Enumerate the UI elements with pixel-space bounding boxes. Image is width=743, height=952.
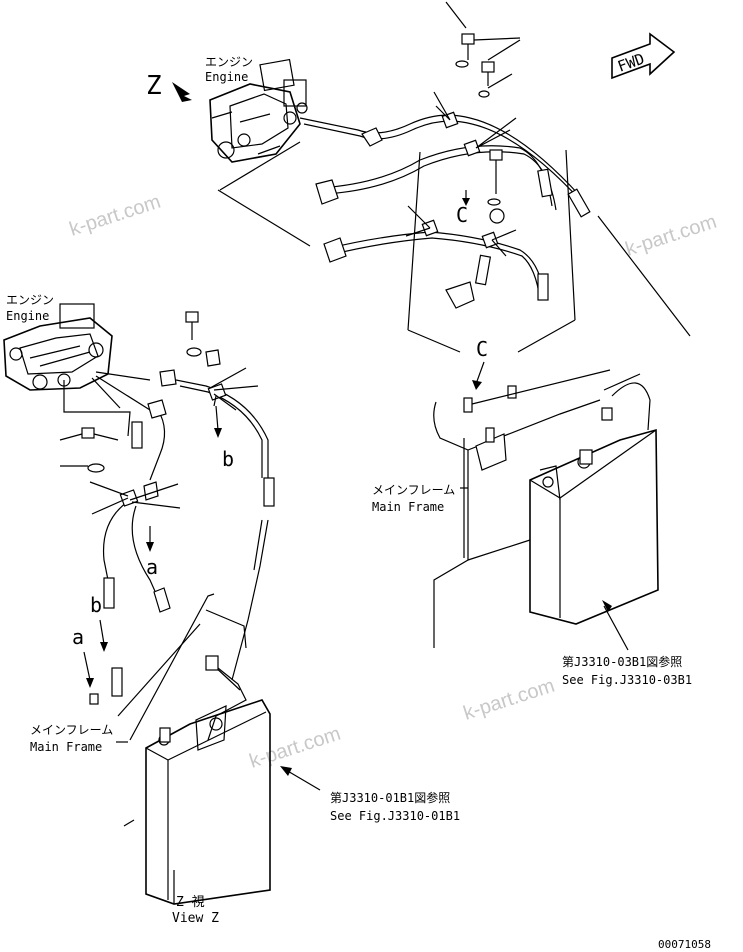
straight-fitting-2 bbox=[567, 188, 591, 218]
watermark-2: k-part.com bbox=[623, 211, 720, 261]
leader-right bbox=[471, 369, 611, 405]
hose-left-1 bbox=[95, 371, 151, 381]
elbow-fitting-1 bbox=[361, 127, 383, 147]
callout-a-upper: a bbox=[146, 555, 158, 579]
fitting-left-7 bbox=[153, 587, 171, 613]
ref-right-jp: 第J3310-03B1図参照 bbox=[562, 654, 682, 669]
leader-lines-left bbox=[59, 367, 259, 515]
engine-label-jp-top: エンジン bbox=[205, 55, 253, 69]
ref-left-leader bbox=[285, 769, 321, 791]
drawing-number: 00071058 bbox=[658, 938, 711, 951]
bolt-top-2 bbox=[478, 61, 495, 98]
fitting-left-4 bbox=[263, 477, 275, 507]
engine-label-jp-left: エンジン bbox=[6, 293, 54, 307]
hose-top-6 bbox=[333, 237, 541, 301]
fitting-right-1 bbox=[463, 397, 473, 413]
callout-b-lower-arrow bbox=[99, 619, 105, 645]
main-frame-right-en: Main Frame bbox=[372, 500, 444, 514]
engine-valve-block-top bbox=[209, 58, 308, 163]
hose-left-5 bbox=[102, 499, 131, 581]
engine-valve-block-left bbox=[3, 303, 113, 391]
view-letter-z: Z bbox=[146, 71, 162, 101]
straight-fitting-1 bbox=[537, 168, 553, 198]
view-title-jp: Z 視 bbox=[176, 895, 205, 910]
engine-label-en-top: Engine bbox=[205, 70, 248, 84]
elbow-fitting-2 bbox=[315, 179, 339, 205]
hose-top-1 bbox=[299, 114, 581, 197]
fitting-left-9 bbox=[89, 693, 99, 705]
bolt-top-3 bbox=[487, 149, 505, 224]
view-title-en: View Z bbox=[172, 911, 219, 926]
view-arrow-icon bbox=[172, 82, 192, 102]
bolt-left-2 bbox=[81, 427, 119, 473]
frame-outline-top bbox=[217, 141, 691, 353]
straight-fitting-3 bbox=[537, 273, 549, 301]
fwd-label: FWD bbox=[615, 50, 647, 76]
bracket-top bbox=[445, 254, 492, 309]
fitting-left-1 bbox=[147, 399, 167, 419]
clamp-2 bbox=[463, 139, 481, 157]
bolt-left-1 bbox=[185, 311, 221, 367]
fwd-arrow-icon: FWD bbox=[611, 32, 676, 80]
callout-c-right-arrow bbox=[475, 361, 485, 385]
watermark-4: k-part.com bbox=[247, 723, 344, 773]
hydraulic-tank-right bbox=[529, 373, 659, 625]
bolt-top-1 bbox=[455, 33, 475, 68]
watermark-3: k-part.com bbox=[461, 675, 558, 725]
hose-left-4 bbox=[149, 409, 166, 481]
callout-b-upper: b bbox=[222, 447, 234, 471]
ref-right-en: See Fig.J3310-03B1 bbox=[562, 673, 692, 687]
fitting-left-3 bbox=[131, 421, 143, 449]
fitting-right-2 bbox=[507, 385, 517, 399]
callout-a-lower-arrow bbox=[83, 651, 91, 681]
ref-left-jp: 第J3310-01B1図参照 bbox=[330, 790, 450, 805]
hose-top-3 bbox=[319, 145, 553, 207]
main-frame-right-jp: メインフレーム bbox=[372, 483, 455, 497]
bracket-right bbox=[475, 427, 507, 471]
main-frame-right bbox=[433, 399, 601, 648]
frame-outline-left bbox=[63, 375, 151, 437]
ref-left-en: See Fig.J3310-01B1 bbox=[330, 809, 460, 823]
hose-left-8 bbox=[253, 519, 263, 571]
hydraulic-tank-left bbox=[123, 655, 271, 905]
ref-right-leader bbox=[603, 605, 629, 651]
hose-top-5 bbox=[329, 231, 545, 297]
elbow-fitting-3 bbox=[323, 237, 347, 263]
main-frame-left-jp: メインフレーム bbox=[30, 723, 113, 737]
fitting-left-5 bbox=[103, 577, 115, 609]
callout-a-lower: a bbox=[72, 625, 84, 649]
clamp-left-1 bbox=[207, 383, 227, 401]
hose-left-7 bbox=[231, 519, 269, 681]
callout-b-lower: b bbox=[90, 593, 102, 617]
hose-top-2 bbox=[303, 120, 583, 203]
fitting-left-8 bbox=[159, 369, 177, 387]
callout-c-top: C bbox=[456, 203, 468, 227]
callout-c-right: C bbox=[476, 337, 488, 361]
hose-left-6 bbox=[131, 505, 159, 599]
engine-label-en-left: Engine bbox=[6, 309, 49, 323]
hose-top-4 bbox=[325, 151, 557, 211]
leader-lines-top bbox=[405, 1, 521, 257]
callout-b-upper-arrow bbox=[215, 405, 219, 431]
fitting-left-6 bbox=[111, 667, 123, 697]
main-frame-left bbox=[117, 593, 247, 741]
hose-left-2 bbox=[175, 379, 269, 478]
main-frame-left-en: Main Frame bbox=[30, 740, 102, 754]
watermark-1: k-part.com bbox=[67, 191, 164, 241]
